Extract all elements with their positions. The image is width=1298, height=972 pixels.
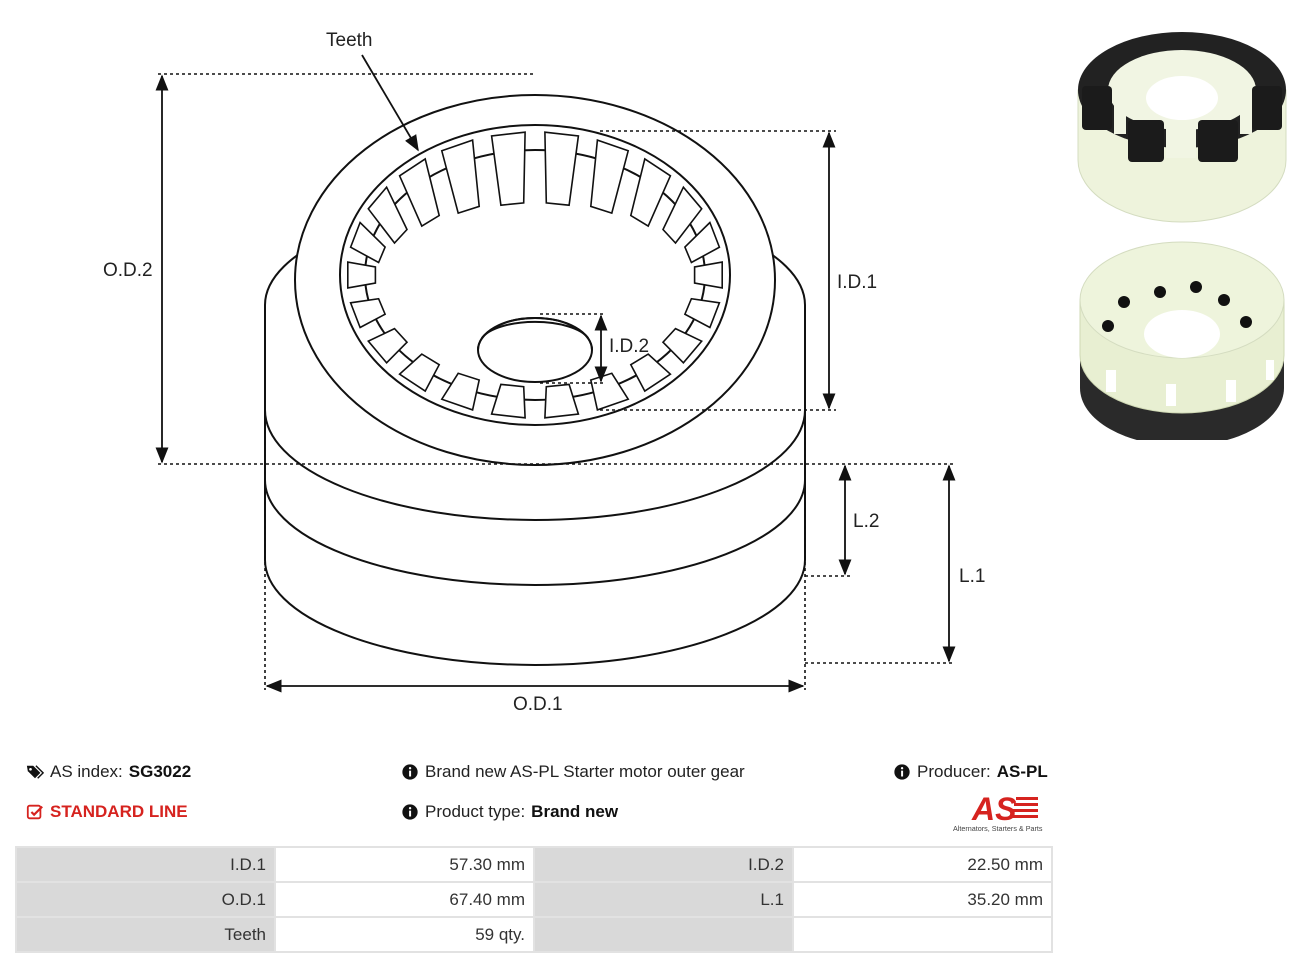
logo-tagline: Alternators, Starters & Parts [953, 824, 1043, 833]
l1-label: L.1 [959, 566, 985, 587]
info-circle-icon [402, 764, 418, 780]
product-photos [1077, 32, 1287, 440]
gear-tooth [367, 327, 409, 364]
as-index-label: AS index: [50, 762, 123, 781]
gear-tooth [662, 185, 703, 245]
teeth-label: Teeth [326, 30, 372, 51]
gear-tooth [349, 297, 387, 329]
product-photo-bottom [1079, 241, 1285, 440]
gear-tooth [629, 157, 672, 228]
gear-tooth [440, 139, 481, 215]
producer-value: AS-PL [996, 762, 1048, 781]
standard-line-badge: STANDARD LINE [50, 802, 188, 821]
product-type-row: Product type: Brand new [401, 802, 618, 822]
logo-text: AS [971, 791, 1017, 827]
gear-tooth [683, 297, 721, 329]
spec-value: 57.30 mm [274, 846, 535, 883]
spec-name: I.D.1 [15, 846, 276, 883]
spec-value: 35.20 mm [791, 881, 1054, 918]
product-description: Brand new AS-PL Starter motor outer gear [425, 762, 745, 781]
product-type-label: Product type: [425, 802, 526, 821]
gear-tooth [346, 261, 377, 289]
gear-tooth [629, 353, 672, 393]
teeth-leader [361, 54, 419, 152]
gear-teeth [346, 131, 724, 419]
spec-value: 22.50 mm [791, 846, 1054, 883]
gear-tooth [398, 353, 441, 393]
spec-value [791, 916, 1054, 953]
producer-row: Producer: AS-PL [893, 762, 1048, 782]
od1-label: O.D.1 [513, 694, 563, 715]
gear-tooth [490, 131, 526, 207]
gear-tooth [661, 327, 703, 364]
info-circle-icon [402, 804, 418, 820]
gear-tooth [490, 383, 526, 419]
technical-drawing: Teeth O.D.2 I.D.1 I.D.2 L.2 L.1 O.D.1 [103, 30, 985, 715]
info-circle-icon [894, 764, 910, 780]
gear-tooth [398, 157, 441, 228]
spec-value: 67.40 mm [274, 881, 535, 918]
spec-name: O.D.1 [15, 881, 276, 918]
spec-name [533, 916, 794, 953]
id1-label: I.D.1 [837, 272, 877, 293]
gear-tooth [544, 383, 580, 419]
as-index-row: AS index: SG3022 [26, 762, 191, 782]
gear-tooth [589, 139, 630, 215]
gear-tooth [367, 185, 408, 245]
spec-name: I.D.2 [533, 846, 794, 883]
check-square-icon [26, 804, 43, 820]
spec-name: Teeth [15, 916, 276, 953]
gear-tooth [349, 221, 387, 264]
l2-label: L.2 [853, 511, 879, 532]
gear-tooth [544, 131, 580, 207]
gear-tooth [440, 372, 481, 411]
gear-tooth [683, 221, 721, 264]
tags-icon [26, 765, 44, 779]
product-type-value: Brand new [531, 802, 619, 821]
spec-name: L.1 [533, 881, 794, 918]
gear-tooth [693, 261, 724, 289]
description-row: Brand new AS-PL Starter motor outer gear [401, 762, 745, 782]
product-photo-top [1077, 32, 1287, 223]
od2-label: O.D.2 [103, 260, 153, 281]
standard-line-row: STANDARD LINE [26, 802, 188, 822]
as-pl-logo: AS Alternators, Starters & Parts [953, 791, 1043, 833]
producer-label: Producer: [917, 762, 991, 781]
spec-value: 59 qty. [274, 916, 535, 953]
id2-label: I.D.2 [609, 336, 649, 357]
as-index-value: SG3022 [128, 762, 192, 781]
